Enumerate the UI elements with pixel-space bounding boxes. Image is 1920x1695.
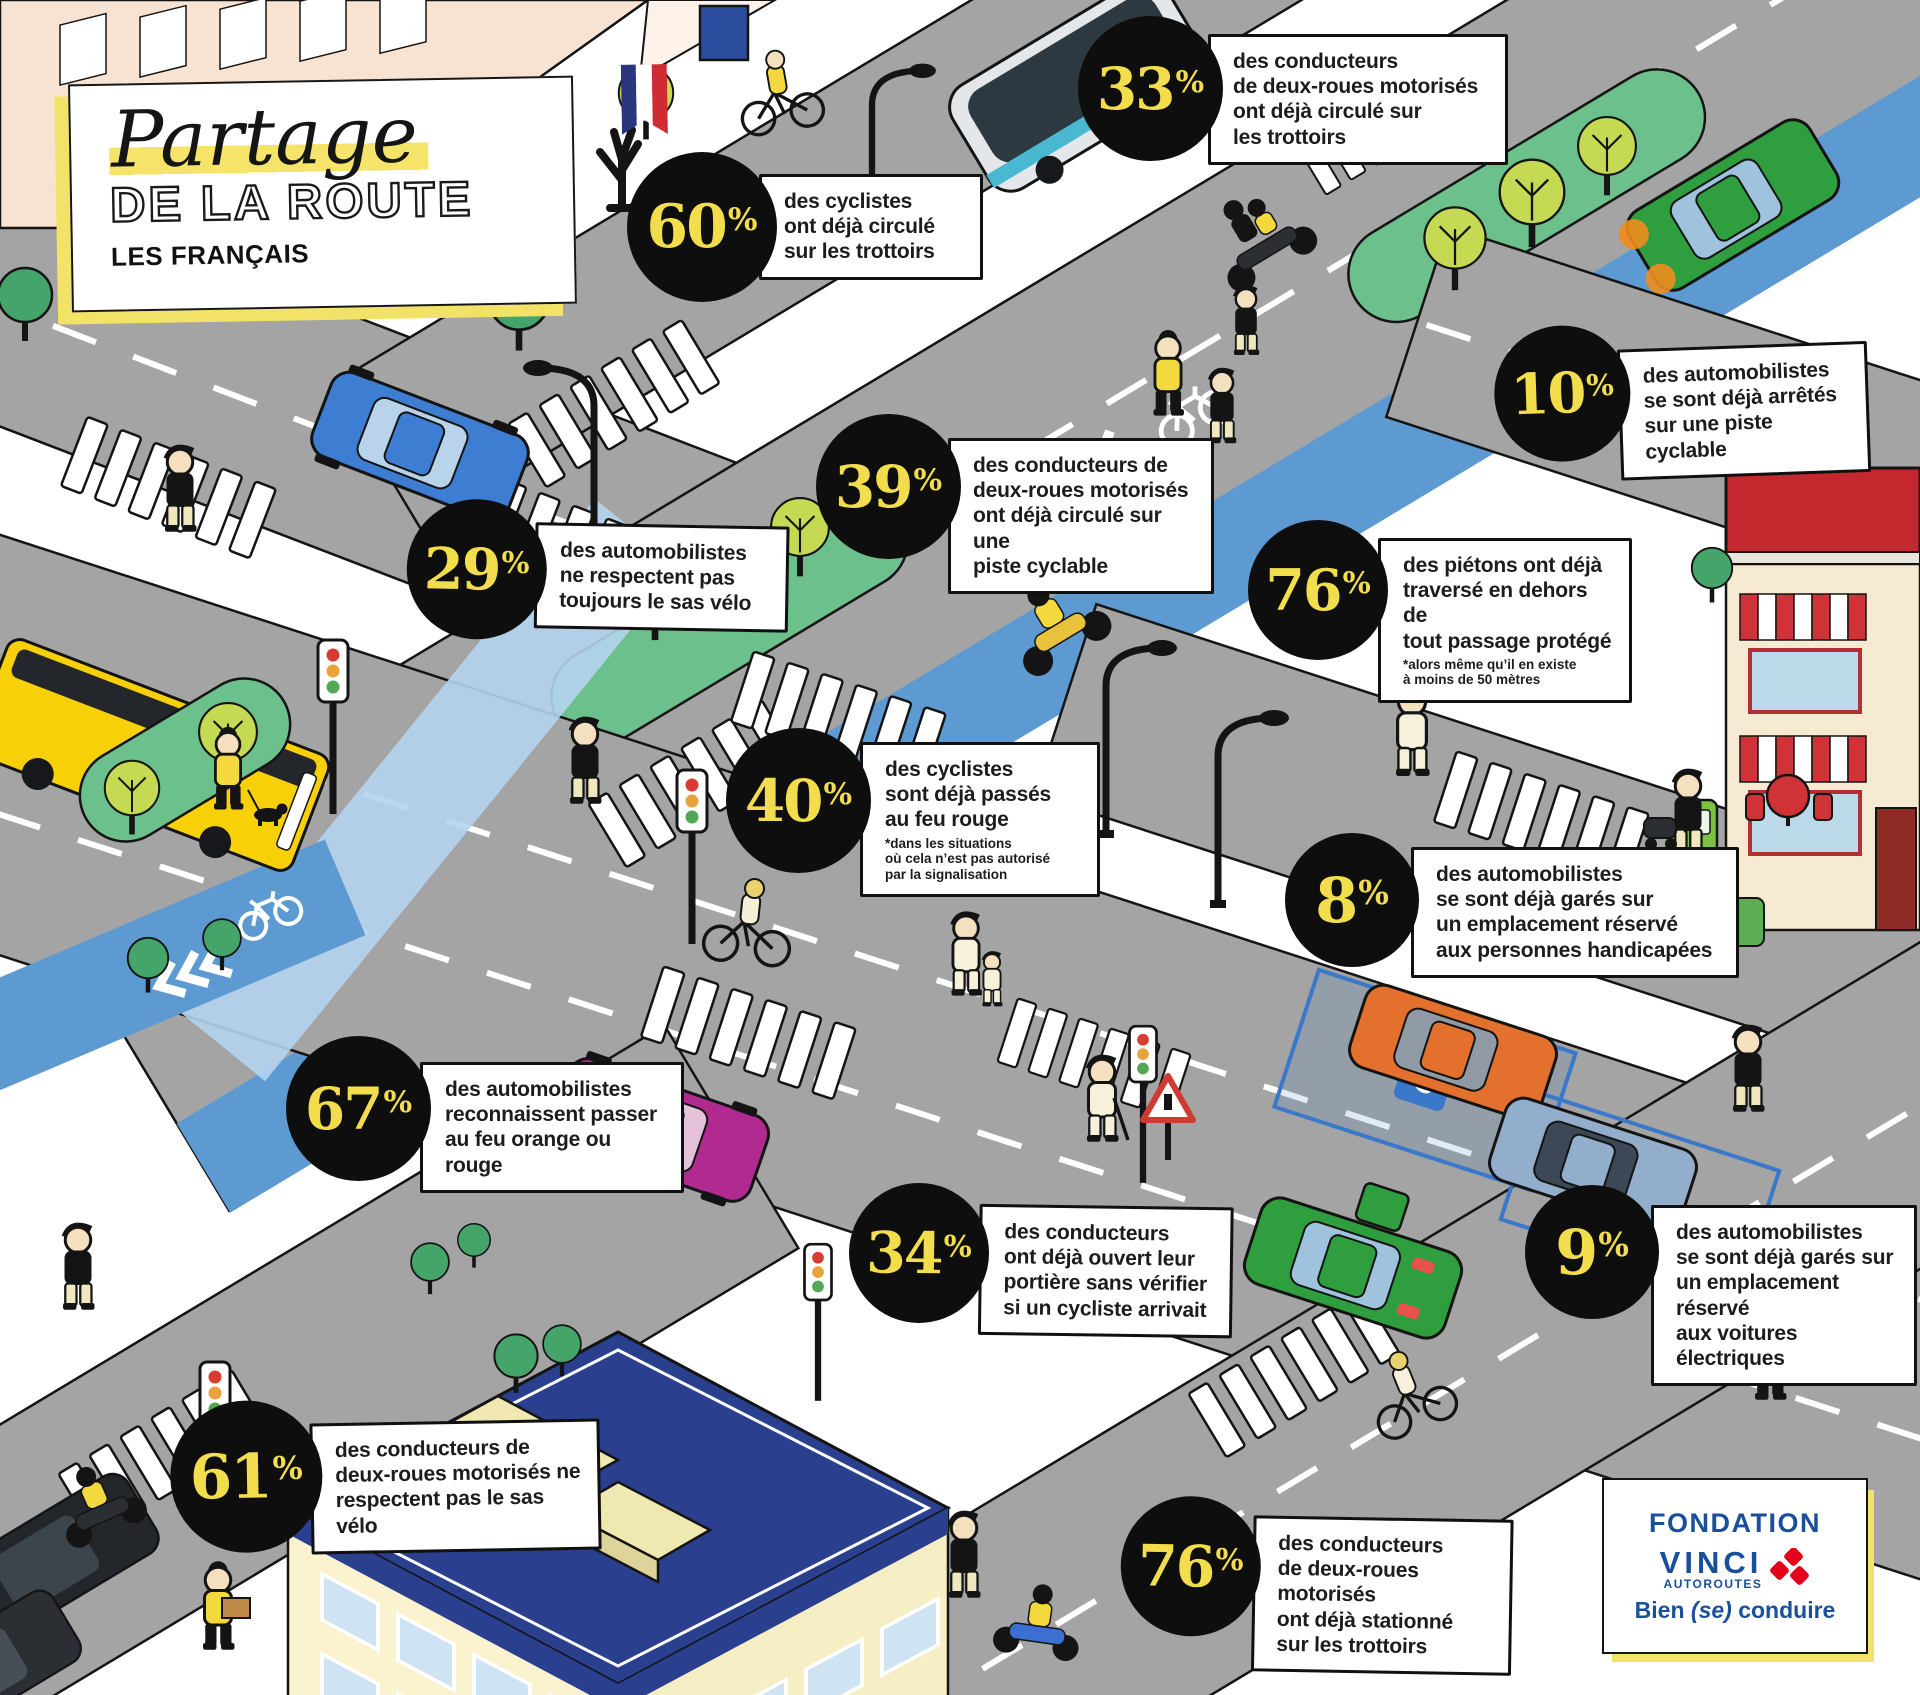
stat-label: des conducteurs de deux-roues motorisés … bbox=[1208, 34, 1508, 165]
bistro-table bbox=[1745, 773, 1833, 826]
stat-text: des conducteurs de deux-roues motorisés … bbox=[334, 1435, 581, 1538]
stat-label: des conducteurs de deux-roues motorisés … bbox=[309, 1418, 602, 1555]
scooter-bottom-left bbox=[66, 1466, 147, 1548]
tagline: Bien (se) conduire bbox=[1634, 1597, 1836, 1623]
stat-bubble: 39% bbox=[816, 414, 961, 559]
stat-text: des conducteurs ont déjà ouvert leur por… bbox=[1003, 1220, 1208, 1322]
stat-bubble: 60% bbox=[627, 152, 777, 302]
stat-label: des cyclistes ont déjà circulé sur les t… bbox=[759, 174, 983, 280]
stat-label: des automobilistes ne respectent pas tou… bbox=[533, 522, 790, 633]
cyclist-top bbox=[740, 49, 826, 137]
stat-label: des automobilistes se sont déjà garés su… bbox=[1651, 1205, 1917, 1387]
stat-text: des conducteurs de deux-roues motorisés … bbox=[1276, 1531, 1454, 1659]
car-steel-parked bbox=[1488, 1096, 1698, 1234]
stat-label: des conducteurs ont déjà ouvert leur por… bbox=[977, 1203, 1234, 1339]
bike-lane-lower-left bbox=[0, 839, 366, 1131]
stat-text: des cyclistes sont déjà passés au feu ro… bbox=[885, 758, 1052, 832]
cyclist-center bbox=[701, 877, 792, 968]
stat-text: des automobilistes se sont déjà garés su… bbox=[1436, 863, 1713, 962]
fondation-label: FONDATION bbox=[1649, 1508, 1821, 1538]
page-title: Partage bbox=[108, 90, 429, 186]
stat-label: des automobilistes se sont déjà arrêtés … bbox=[1616, 340, 1872, 481]
scooter-bottom-center bbox=[993, 1584, 1079, 1662]
stat-text: des automobilistes se sont déjà arrêtés … bbox=[1642, 358, 1838, 464]
stat-text: des automobilistes ne respectent pas tou… bbox=[559, 538, 752, 616]
stat-text: des automobilistes se sont déjà garés su… bbox=[1676, 1221, 1894, 1370]
building-bottom bbox=[284, 1330, 952, 1695]
autoroutes-label: AUTOROUTES bbox=[1663, 1577, 1763, 1591]
stat-text: des automobilistes reconnaissent passer … bbox=[445, 1078, 657, 1177]
stat-text: des conducteurs de deux-roues motorisés … bbox=[973, 454, 1189, 578]
stat-bubble: 40% bbox=[726, 728, 871, 873]
walking-cane bbox=[1112, 1097, 1130, 1141]
delivery-box bbox=[221, 1597, 251, 1619]
bare-tree bbox=[596, 126, 642, 212]
stat-text: des cyclistes ont déjà circulé sur les t… bbox=[784, 190, 935, 264]
dog-leash bbox=[247, 789, 263, 817]
blue-door bbox=[698, 4, 750, 62]
stat-note: *dans les situations où cela n’est pas a… bbox=[885, 835, 1051, 882]
car-green-door-open bbox=[1242, 1182, 1464, 1340]
vinci-autoroutes-logo: FONDATION VINCI AUTOROUTES Bien (se) con… bbox=[1602, 1478, 1868, 1654]
footer-logo-card: FONDATION VINCI AUTOROUTES Bien (se) con… bbox=[1602, 1478, 1874, 1662]
stat-bubble: 9% bbox=[1525, 1185, 1659, 1319]
building-shop bbox=[1717, 466, 1920, 947]
warning-sign bbox=[1140, 1073, 1196, 1160]
stat-text: des piétons ont déjà traversé en dehors … bbox=[1403, 554, 1612, 653]
stat-bubble: 8% bbox=[1285, 833, 1419, 967]
stat-bubble: 33% bbox=[1078, 16, 1223, 161]
page-subtitle: DE LA ROUTE bbox=[108, 171, 475, 234]
cyclist-dooring bbox=[1376, 1351, 1459, 1440]
stat-label: des automobilistes reconnaissent passer … bbox=[420, 1062, 684, 1193]
car-dark-2 bbox=[0, 1589, 82, 1695]
vinci-wordmark: VINCI bbox=[1659, 1545, 1763, 1580]
stat-label: des conducteurs de deux-roues motorisés … bbox=[1250, 1515, 1514, 1676]
stat-note: *alors même qu’il en existe à moins de 5… bbox=[1403, 656, 1577, 688]
stat-bubble: 67% bbox=[286, 1036, 431, 1181]
stat-label: des automobilistes se sont déjà garés su… bbox=[1411, 847, 1739, 978]
vinci-red-mark-icon bbox=[1770, 1548, 1810, 1585]
stat-bubble: 76% bbox=[1248, 520, 1388, 660]
trees bbox=[0, 66, 1732, 1393]
stat-label: des piétons ont déjà traversé en dehors … bbox=[1378, 538, 1632, 703]
stat-label: des cyclistes sont déjà passés au feu ro… bbox=[860, 742, 1100, 898]
dog bbox=[247, 789, 288, 826]
open-door bbox=[1354, 1182, 1410, 1232]
stat-text: des conducteurs de deux-roues motorisés … bbox=[1233, 50, 1479, 149]
stat-label: des conducteurs de deux-roues motorisés … bbox=[948, 438, 1214, 594]
page-kicker: LES FRANÇAIS bbox=[110, 238, 310, 272]
car-orange-parked bbox=[1348, 983, 1558, 1121]
title-card: Partage DE LA ROUTE LES FRANÇAIS bbox=[54, 76, 577, 325]
moto-on-bike-lane bbox=[1023, 584, 1112, 676]
car-blue bbox=[310, 364, 530, 525]
car-green-hazard bbox=[1618, 118, 1841, 294]
scooter-two-riders bbox=[1223, 198, 1318, 292]
